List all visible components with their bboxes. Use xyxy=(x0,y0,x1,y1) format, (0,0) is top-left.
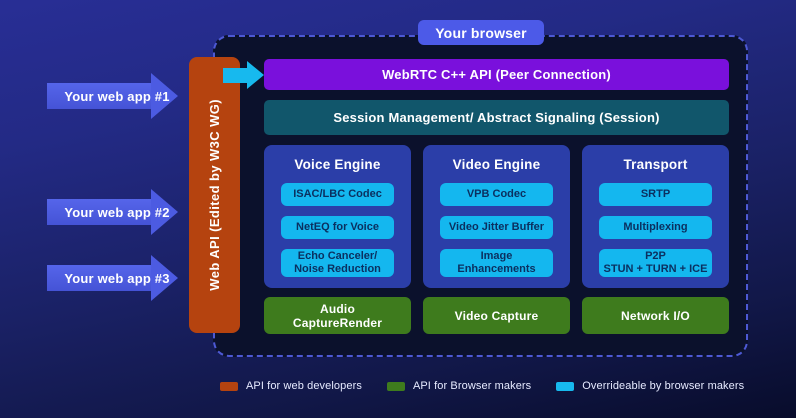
session-management-label: Session Management/ Abstract Signaling (… xyxy=(333,110,660,125)
web-app-label-1: Your web app #1 xyxy=(64,88,170,104)
arrow-right-icon xyxy=(151,255,178,301)
transport-item: P2P STUN + TURN + ICE xyxy=(599,249,712,277)
arrow-right-icon xyxy=(151,189,178,235)
transport-column: Transport SRTP Multiplexing P2P STUN + T… xyxy=(582,145,729,288)
legend-item-browser-makers: API for Browser makers xyxy=(386,380,532,392)
network-io-bar: Network I/O xyxy=(582,297,729,334)
cyan-swatch-icon xyxy=(556,381,575,391)
transport-item: SRTP xyxy=(599,183,712,206)
legend-label: API for Browser makers xyxy=(412,380,532,392)
legend-label: Overrideable by browser makers xyxy=(582,380,745,392)
web-api-bar: Web API (Edited by W3C WG) xyxy=(189,57,240,333)
web-app-arrow-1: Your web app #1 xyxy=(47,73,178,119)
video-engine-item: Video Jitter Buffer xyxy=(440,216,553,239)
web-api-label: Web API (Edited by W3C WG) xyxy=(207,99,222,291)
video-engine-title: Video Engine xyxy=(452,156,541,172)
legend: API for web developers API for Browser m… xyxy=(220,380,744,392)
override-arrow-head-icon xyxy=(247,61,264,89)
override-arrow-icon xyxy=(223,68,248,83)
voice-engine-item: NetEQ for Voice xyxy=(281,216,394,239)
arrow-body xyxy=(47,265,151,291)
voice-engine-title: Voice Engine xyxy=(294,156,381,172)
voice-engine-column: Voice Engine ISAC/LBC Codec NetEQ for Vo… xyxy=(264,145,411,288)
transport-title: Transport xyxy=(623,156,688,172)
video-engine-item: VPB Codec xyxy=(440,183,553,206)
video-engine-column: Video Engine VPB Codec Video Jitter Buff… xyxy=(423,145,570,288)
arrow-body xyxy=(47,199,151,225)
transport-item: Multiplexing xyxy=(599,216,712,239)
arrow-right-icon xyxy=(151,73,178,119)
legend-label: API for web developers xyxy=(246,380,362,392)
session-management-bar: Session Management/ Abstract Signaling (… xyxy=(264,100,729,135)
video-engine-item: Image Enhancements xyxy=(440,249,553,277)
webrtc-api-label: WebRTC C++ API (Peer Connection) xyxy=(382,67,611,82)
browser-badge-label: Your browser xyxy=(435,24,527,41)
voice-engine-item: ISAC/LBC Codec xyxy=(281,183,394,206)
browser-badge: Your browser xyxy=(418,20,544,45)
webrtc-api-bar: WebRTC C++ API (Peer Connection) xyxy=(264,59,729,90)
legend-item-web-developers: API for web developers xyxy=(220,380,362,392)
video-capture-bar: Video Capture xyxy=(423,297,570,334)
arrow-body xyxy=(47,83,151,109)
legend-item-overrideable: Overrideable by browser makers xyxy=(556,380,744,392)
audio-capture-bar: Audio CaptureRender xyxy=(264,297,411,334)
web-app-label-2: Your web app #2 xyxy=(64,204,170,220)
orange-swatch-icon xyxy=(220,381,238,391)
web-app-arrow-3: Your web app #3 xyxy=(47,255,178,301)
voice-engine-item: Echo Canceler/ Noise Reduction xyxy=(281,249,394,277)
web-app-arrow-2: Your web app #2 xyxy=(47,189,178,235)
web-app-label-3: Your web app #3 xyxy=(64,270,170,286)
green-swatch-icon xyxy=(386,381,405,391)
